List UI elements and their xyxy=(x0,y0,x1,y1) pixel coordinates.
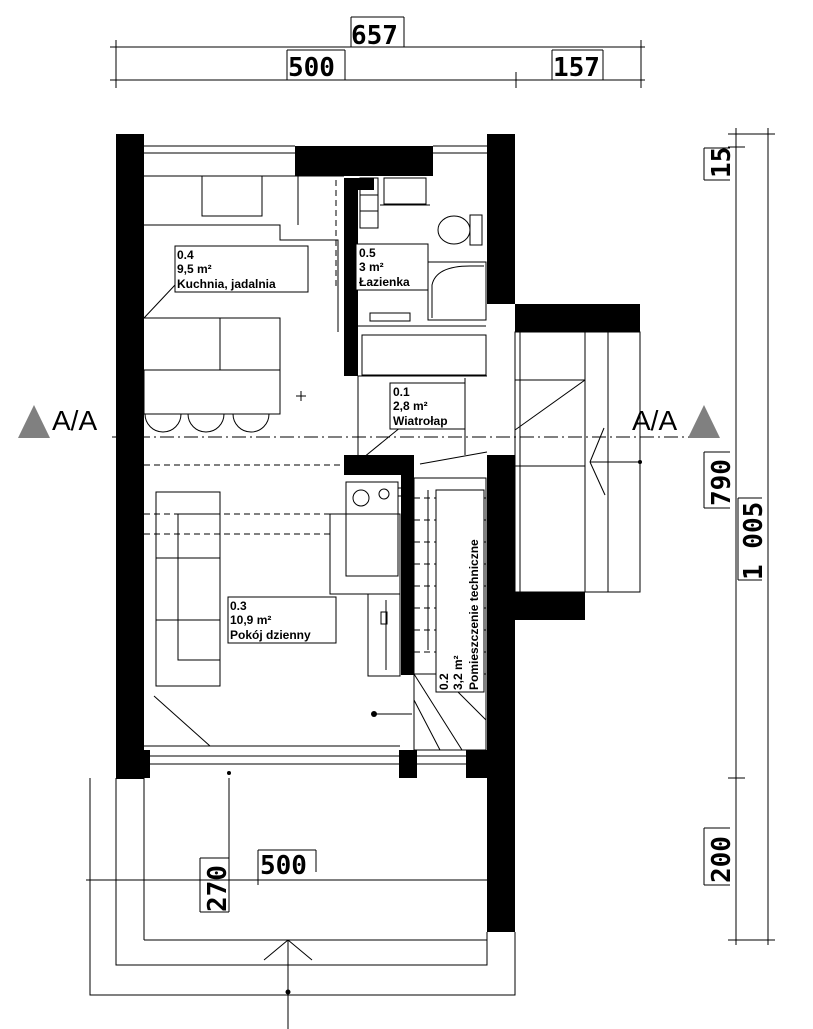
bathroom-number: 0.5 xyxy=(359,246,376,260)
kitchen-area: 9,5 m² xyxy=(177,262,212,276)
right-dimension-lines xyxy=(703,128,775,945)
windows xyxy=(144,145,487,765)
vestibule-name: Wiatrołap xyxy=(393,414,448,428)
room-label-technical: 0.2 3,2 m² Pomieszczenie techniczne xyxy=(435,489,485,693)
technical-name: Pomieszczenie techniczne xyxy=(467,539,481,690)
section-arrow-left-icon xyxy=(18,405,50,438)
room-label-living: 0.3 10,9 m² Pokój dzienny xyxy=(227,596,337,644)
dim-terrace-width: 500 xyxy=(260,851,307,881)
dim-right-bottom: 200 xyxy=(707,836,737,883)
living-area: 10,9 m² xyxy=(230,613,271,627)
dim-right-middle: 790 xyxy=(707,459,737,506)
bathroom-area: 3 m² xyxy=(359,260,384,274)
dim-top-right: 157 xyxy=(553,53,600,83)
entry-stairs xyxy=(514,331,642,593)
room-label-bathroom: 0.5 3 m² Łazienka xyxy=(355,243,429,291)
terrace xyxy=(86,771,516,1029)
room-label-vestibule: 0.1 2,8 m² Wiatrołap xyxy=(389,382,466,430)
dim-right-total: 1 005 xyxy=(739,502,769,580)
section-label-right: A/A xyxy=(632,405,677,436)
dim-top-left: 500 xyxy=(288,53,335,83)
dim-right-small: 15 xyxy=(707,147,737,178)
room-label-kitchen: 0.4 9,5 m² Kuchnia, jadalnia xyxy=(174,245,309,293)
top-dimension-lines xyxy=(110,16,645,88)
kitchen-furniture xyxy=(143,175,344,466)
vestibule-area: 2,8 m² xyxy=(393,399,428,413)
bathroom-fixtures xyxy=(358,177,487,376)
living-furniture xyxy=(144,491,401,747)
living-number: 0.3 xyxy=(230,599,247,613)
technical-area: 3,2 m² xyxy=(451,655,465,690)
vestibule-number: 0.1 xyxy=(393,385,410,399)
walls xyxy=(116,134,640,932)
living-name: Pokój dzienny xyxy=(230,628,311,642)
kitchen-name: Kuchnia, jadalnia xyxy=(177,277,276,291)
technical-number: 0.2 xyxy=(437,673,451,690)
dim-terrace-depth: 270 xyxy=(203,865,233,912)
dim-top-total: 657 xyxy=(351,21,398,51)
kitchen-number: 0.4 xyxy=(177,248,194,262)
bathroom-name: Łazienka xyxy=(359,275,410,289)
section-label-left: A/A xyxy=(52,405,97,436)
section-arrow-right-icon xyxy=(688,405,720,438)
